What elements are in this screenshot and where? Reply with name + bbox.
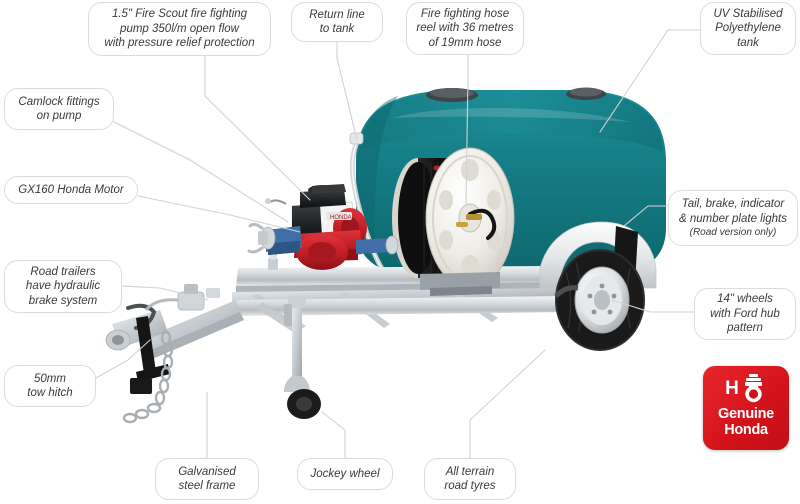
callout-wheels[interactable]: 14" wheels with Ford hub pattern [694,288,796,340]
honda-engine-icon [744,374,762,403]
safety-chain [122,330,174,424]
callout-lights-subtext: (Road version only) [689,227,777,238]
callout-galvanised-frame[interactable]: Galvanised steel frame [155,458,259,500]
galvanised-frame [140,252,604,360]
callout-tank[interactable]: UV Stabilised Polyethylene tank [700,2,796,55]
callout-lights[interactable]: Tail, brake, indicator & number plate li… [668,190,798,246]
callout-return-line[interactable]: Return line to tank [291,2,383,42]
callout-tow-hitch[interactable]: 50mm tow hitch [4,365,96,407]
callout-hose-reel[interactable]: Fire fighting hose reel with 36 metres o… [406,2,524,55]
honda-h-letter: H [725,377,739,399]
callout-hydraulic-brakes[interactable]: Road trailers have hydraulic brake syste… [4,260,122,313]
callout-road-tyres[interactable]: All terrain road tyres [424,458,516,500]
svg-text:HONDA: HONDA [330,215,352,221]
honda-badge-line2: Honda [724,422,768,438]
callout-pump[interactable]: 1.5" Fire Scout fire fighting pump 350l/… [88,2,271,56]
jockey-wheel [284,296,321,419]
honda-badge-line1: Genuine [718,406,774,422]
callout-gx160-honda-motor[interactable]: GX160 Honda Motor [4,176,138,204]
callout-camlock-fittings[interactable]: Camlock fittings on pump [4,88,114,130]
road-wheel [539,221,657,351]
honda-badge-mark: H [703,366,789,406]
hose-reel [392,147,515,296]
genuine-honda-badge[interactable]: H Genuine Honda [703,366,789,450]
callout-jockey-wheel[interactable]: Jockey wheel [297,458,393,490]
